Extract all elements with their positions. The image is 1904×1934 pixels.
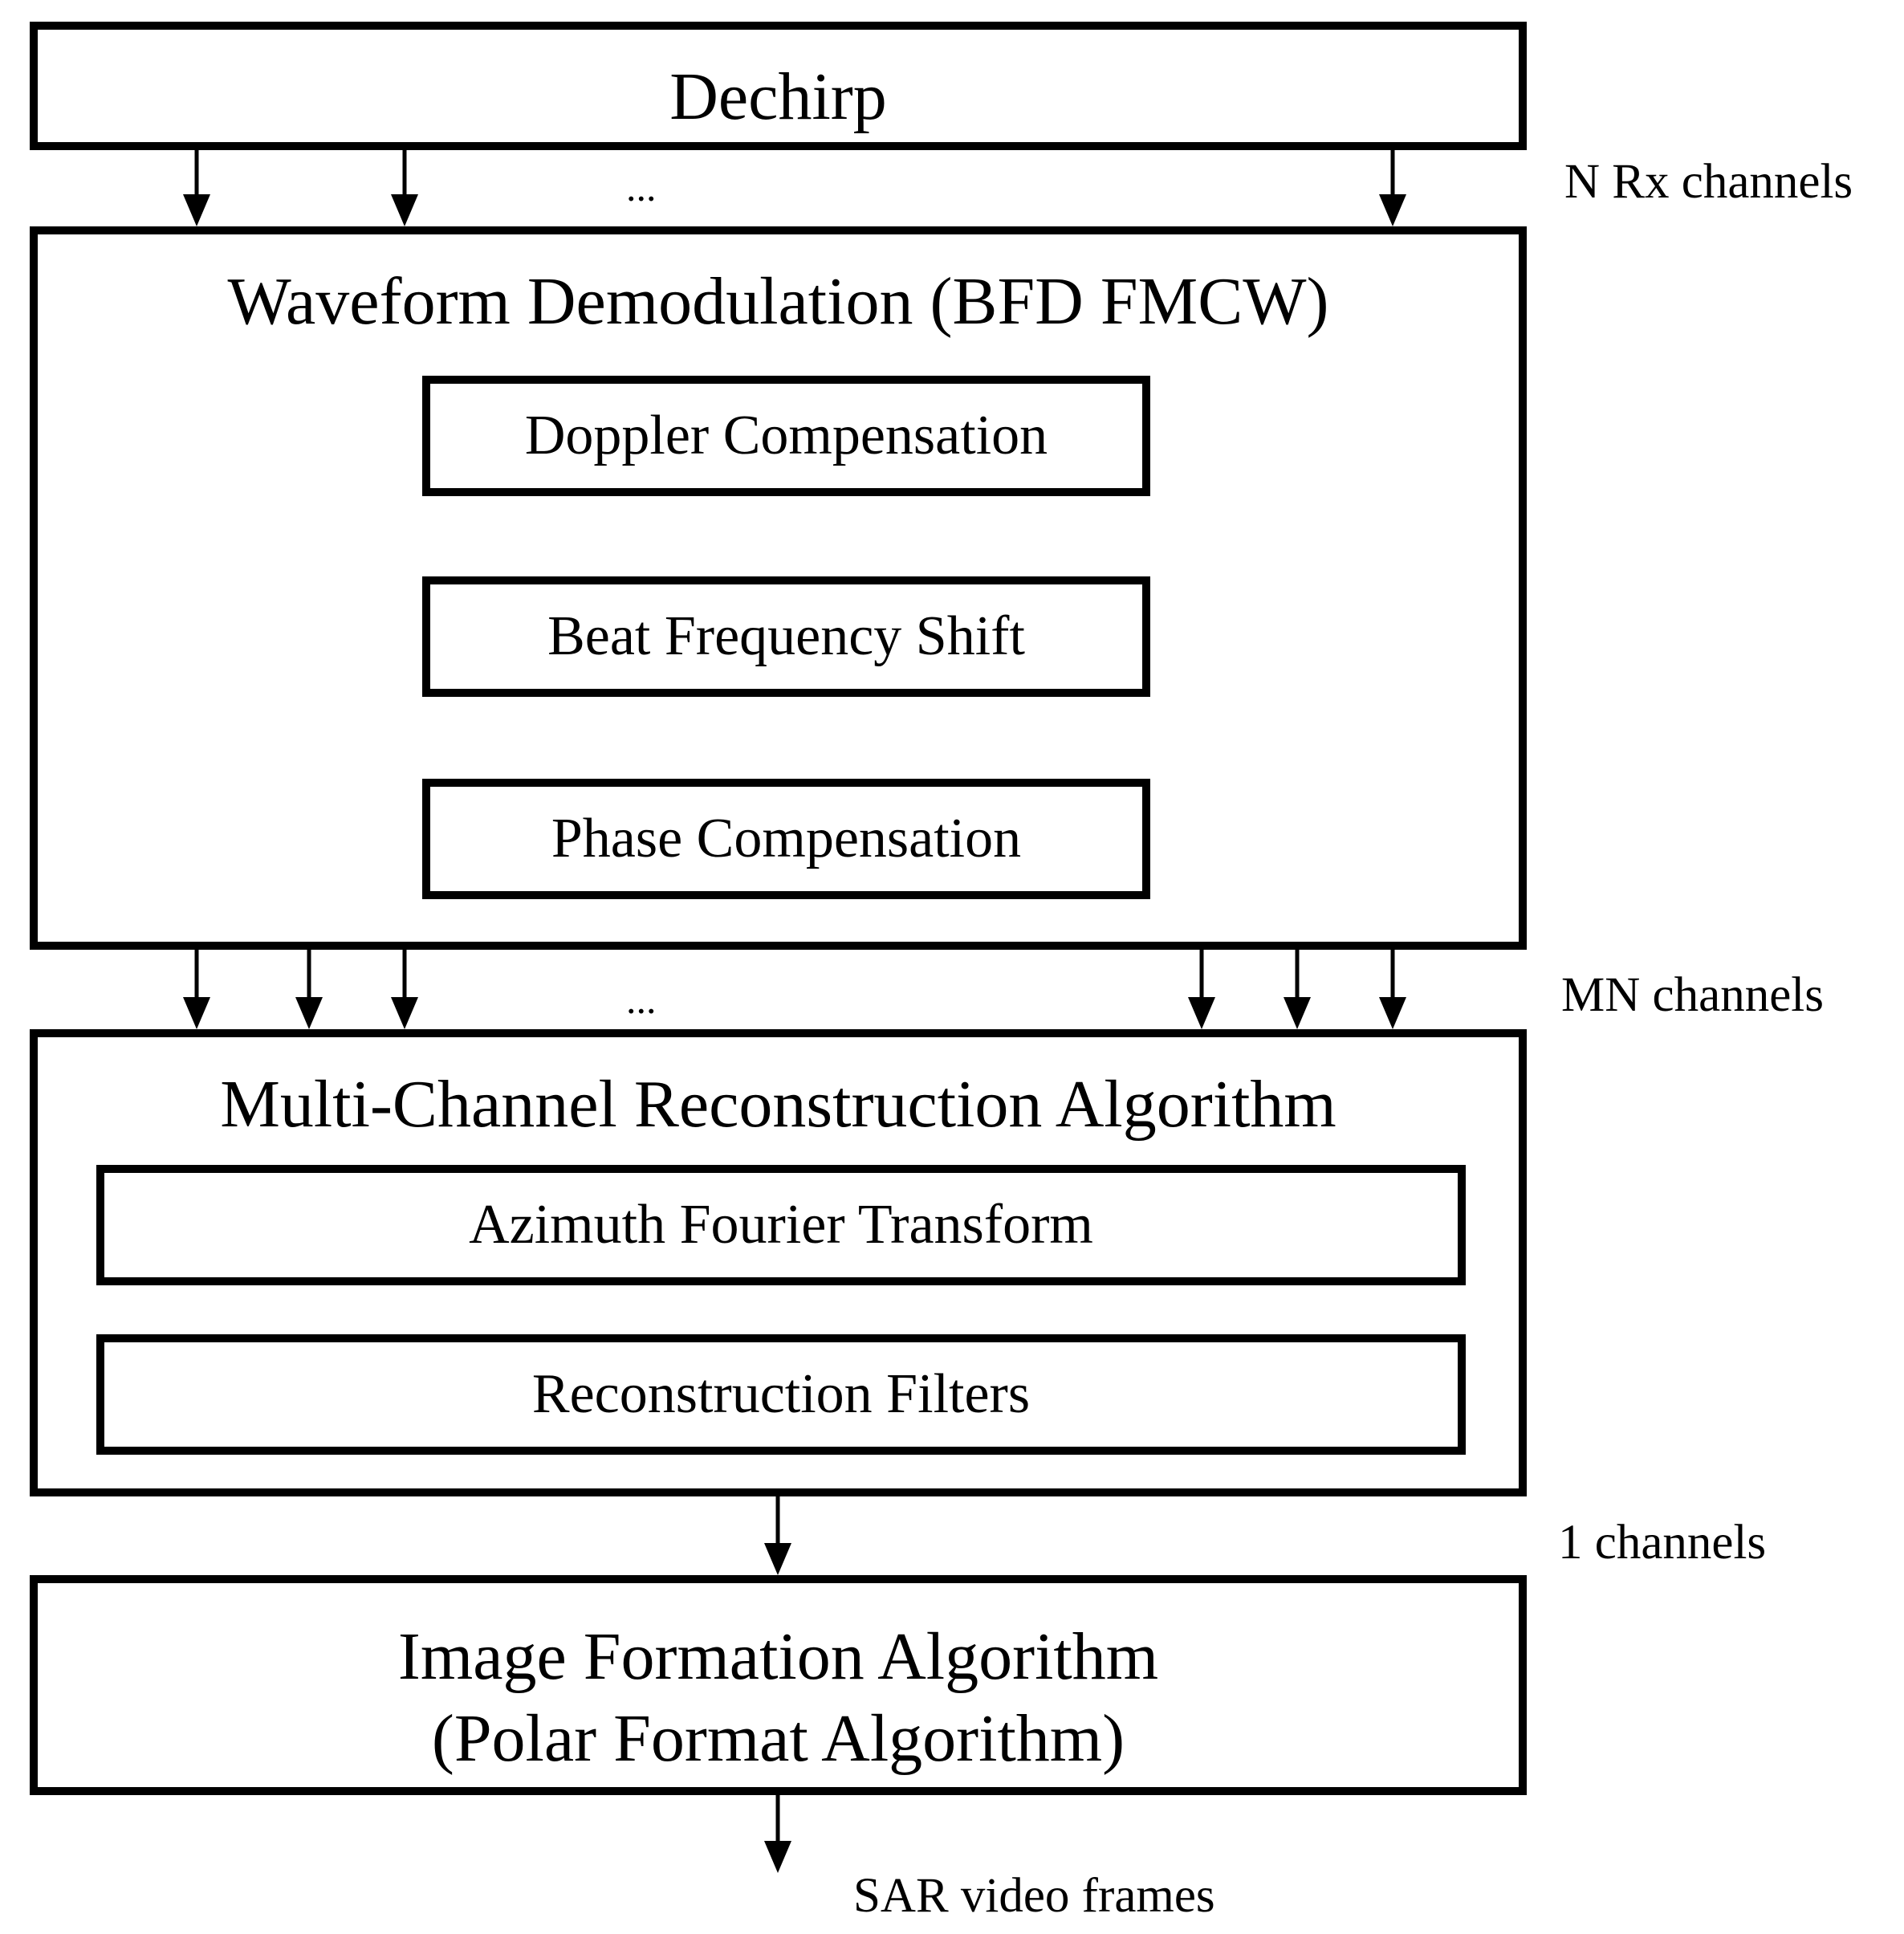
- reconstruction-title: Multi-Channel Reconstruction Algorithm: [220, 1067, 1336, 1142]
- one-channel-arrow: [764, 1496, 791, 1575]
- mn-arrow-4: [1188, 950, 1215, 1029]
- waveform-demodulation-title: Waveform Demodulation (BFD FMCW): [227, 264, 1329, 339]
- image-formation-title-line1: Image Formation Algorithm: [397, 1619, 1159, 1694]
- mn-channels-label: MN channels: [1561, 968, 1824, 1022]
- sar-video-frames-label: SAR video frames: [853, 1869, 1215, 1923]
- reconstruction-filters-step: Reconstruction Filters: [96, 1334, 1466, 1455]
- one-channel-label: 1 channels: [1558, 1516, 1767, 1570]
- dechirp-title: Dechirp: [669, 59, 887, 134]
- image-formation-title-line2: (Polar Format Algorithm): [431, 1701, 1125, 1776]
- rx-ellipsis: ...: [626, 165, 657, 210]
- doppler-compensation-step: Doppler Compensation: [422, 376, 1150, 496]
- mn-arrow-6: [1379, 950, 1406, 1029]
- mn-arrow-1: [183, 950, 210, 1029]
- phase-compensation-step: Phase Compensation: [422, 779, 1150, 899]
- rx-arrow-1: [183, 150, 210, 226]
- mn-arrow-5: [1284, 950, 1311, 1029]
- azimuth-fourier-transform-step: Azimuth Fourier Transform: [96, 1165, 1466, 1285]
- rx-arrow-2: [391, 150, 418, 226]
- dechirp-block: Dechirp: [30, 22, 1527, 150]
- mn-arrow-2: [295, 950, 323, 1029]
- mn-arrow-3: [391, 950, 418, 1029]
- rx-arrow-3: [1379, 150, 1406, 226]
- mn-ellipsis: ...: [626, 977, 657, 1022]
- output-arrow: [764, 1795, 791, 1873]
- image-formation-block: Image Formation Algorithm (Polar Format …: [30, 1575, 1527, 1795]
- rx-channels-label: N Rx channels: [1564, 155, 1853, 209]
- beat-frequency-shift-step: Beat Frequency Shift: [422, 576, 1150, 697]
